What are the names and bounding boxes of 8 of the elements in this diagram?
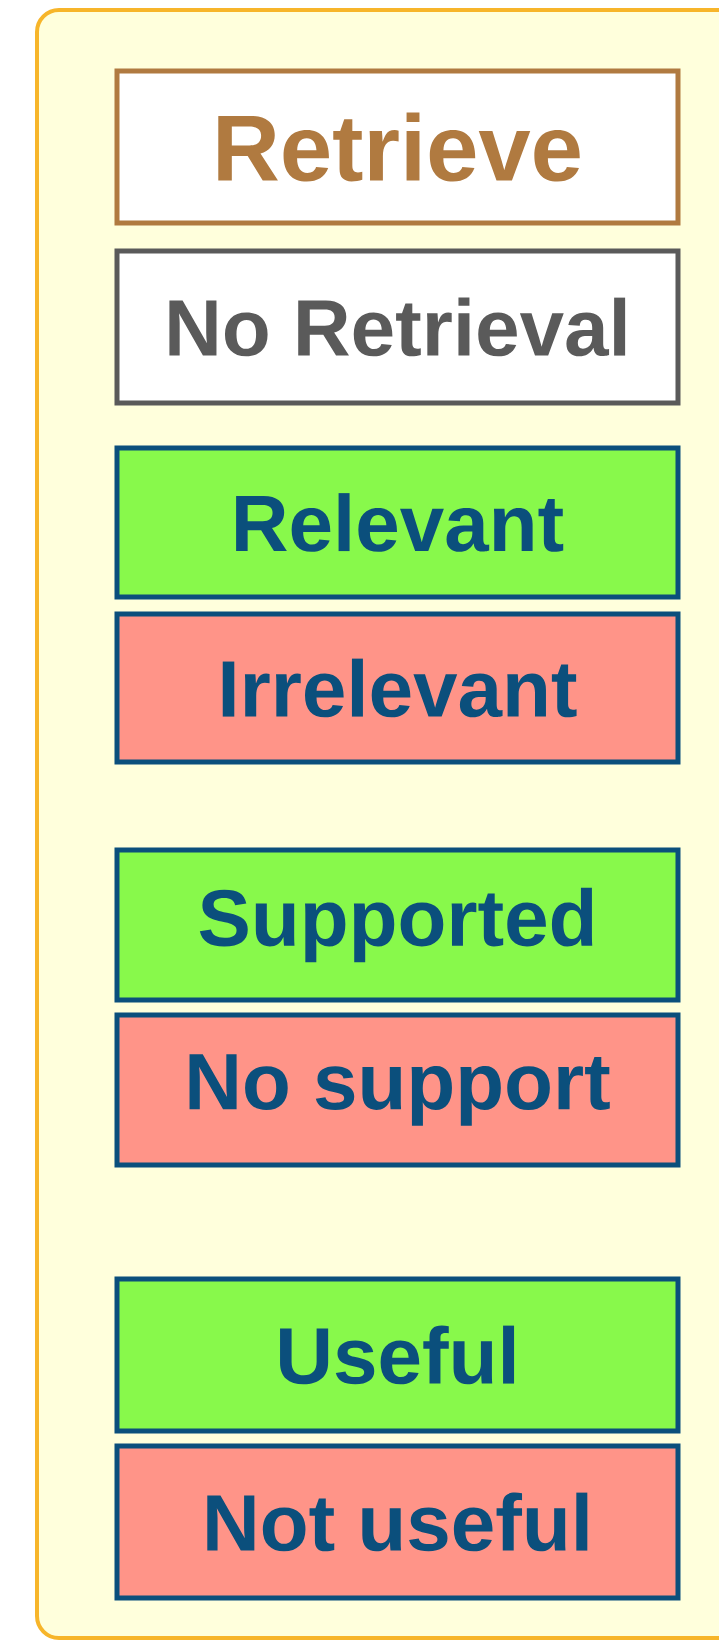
label-box: Retrieve: [114, 68, 681, 226]
label-box: Not useful: [114, 1443, 681, 1601]
label-box: No Retrieval: [114, 248, 681, 406]
label-box: Useful: [114, 1276, 681, 1434]
label-box: Relevant: [114, 445, 681, 600]
label-box: No support: [114, 1012, 681, 1168]
label-box: Irrelevant: [114, 611, 681, 765]
label-box: Supported: [114, 847, 681, 1003]
